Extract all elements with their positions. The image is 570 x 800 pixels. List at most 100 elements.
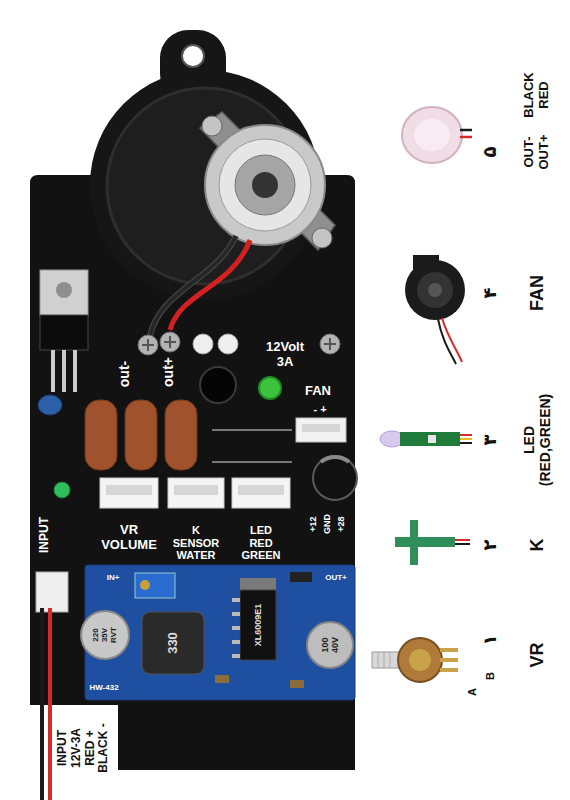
capacitor-marking: 220 35V RVT [91,627,119,643]
board-parts [165,400,197,470]
pin-label: IN+ [107,573,120,582]
callout-number: ۳ [480,435,501,446]
board-parts [125,400,157,470]
pin-label: OUT- OUT+ [522,134,552,169]
connector-label: VR VOLUME [101,523,157,553]
pin-label: B [484,672,497,680]
led-part [428,435,436,443]
fan-part [417,272,453,308]
fan-part [428,283,442,297]
pin-label: +28 [336,516,346,531]
chip-marking: XL6009E1 [253,604,263,647]
regulator-to220 [56,282,72,298]
connector-label: FAN [305,384,331,399]
callout-number: ۵ [480,147,501,158]
led-part [400,432,460,446]
header-connectors [296,418,346,442]
buck-module [232,640,240,644]
electrolytic-capacitor [321,457,349,462]
buck-module [290,572,312,582]
header-connectors [100,478,158,508]
piezo-disc [219,139,311,231]
callout-number: ۲ [480,540,501,551]
connector-label: LED RED GREEN [241,524,280,562]
terminal-screws [138,332,340,355]
supply-label: 12Volt 3A [266,340,304,370]
regulator-to220 [40,270,88,392]
piezo-bracket [202,116,222,136]
regulator-to220 [62,350,66,392]
piezo-part [460,136,472,139]
fan-part [405,255,465,364]
terminal-screws [320,334,340,354]
buck-module [81,565,355,700]
buck-module [81,611,129,659]
buck-module [232,654,240,658]
terminal-screws [138,335,158,355]
pin-label: A [466,688,479,696]
board-parts [200,367,236,403]
buck-module [215,675,229,683]
board-parts [38,395,62,415]
pin-label: GND [322,514,332,534]
electrolytic-capacitor [313,456,357,500]
header-connectors [168,478,224,508]
board-parts [259,377,281,399]
input-label: INPUT 12V-3A RED + BLACK - [56,717,111,779]
potentiometer-part [398,638,442,682]
header-connectors [238,485,284,495]
buck-module [240,590,276,660]
polarity-label: - + [313,403,326,416]
pin-label: +12 [308,516,318,531]
piezo-bracket [200,112,335,250]
piezo-part [402,107,462,163]
buck-module [290,680,304,688]
water-sensor-part [455,539,470,541]
wire-color-label: BLACK RED [522,72,552,118]
buck-module [135,573,175,598]
module-name: HW-432 [89,683,118,692]
buck-module [307,622,353,668]
header-connectors [174,485,218,495]
board-label: INPUT [38,517,52,553]
buck-module [140,580,150,590]
piezo-disc [252,172,278,198]
input-connector [36,572,68,612]
potentiometer-part [378,652,390,668]
callout-number: ۴ [480,288,501,299]
regulator-to220 [73,350,77,392]
terminal-screws [142,339,154,351]
regulator-to220 [40,270,88,316]
header-connectors [100,418,346,508]
terminal-screws [324,338,336,350]
regulator-to220 [51,350,55,392]
buck-module [232,598,240,602]
part-name: VR [527,642,548,667]
regulator-to220 [40,315,88,350]
header-connectors [302,424,340,432]
piezo-wires [170,240,250,330]
potentiometer-part [440,648,458,652]
buck-module [232,612,240,616]
piezo-part [460,129,472,132]
header-connectors [106,485,152,495]
part-name: K [527,539,548,552]
input-connector [48,608,52,800]
led-part [460,438,472,440]
water-sensor-part [455,543,470,545]
header-connectors [232,478,290,508]
inductor-marking: 330 [166,632,181,654]
part-name: FAN [527,275,548,311]
potentiometer-part [440,658,458,662]
potentiometer-part [372,638,458,682]
piezo-wires [150,236,236,336]
fan-part [405,260,465,320]
input-connector [40,608,44,800]
potentiometer-part [409,649,431,671]
water-sensor-part [395,537,455,547]
piezo-part [402,107,472,163]
housing [182,45,204,67]
buck-module [240,578,276,590]
piezo-wires [150,236,236,336]
